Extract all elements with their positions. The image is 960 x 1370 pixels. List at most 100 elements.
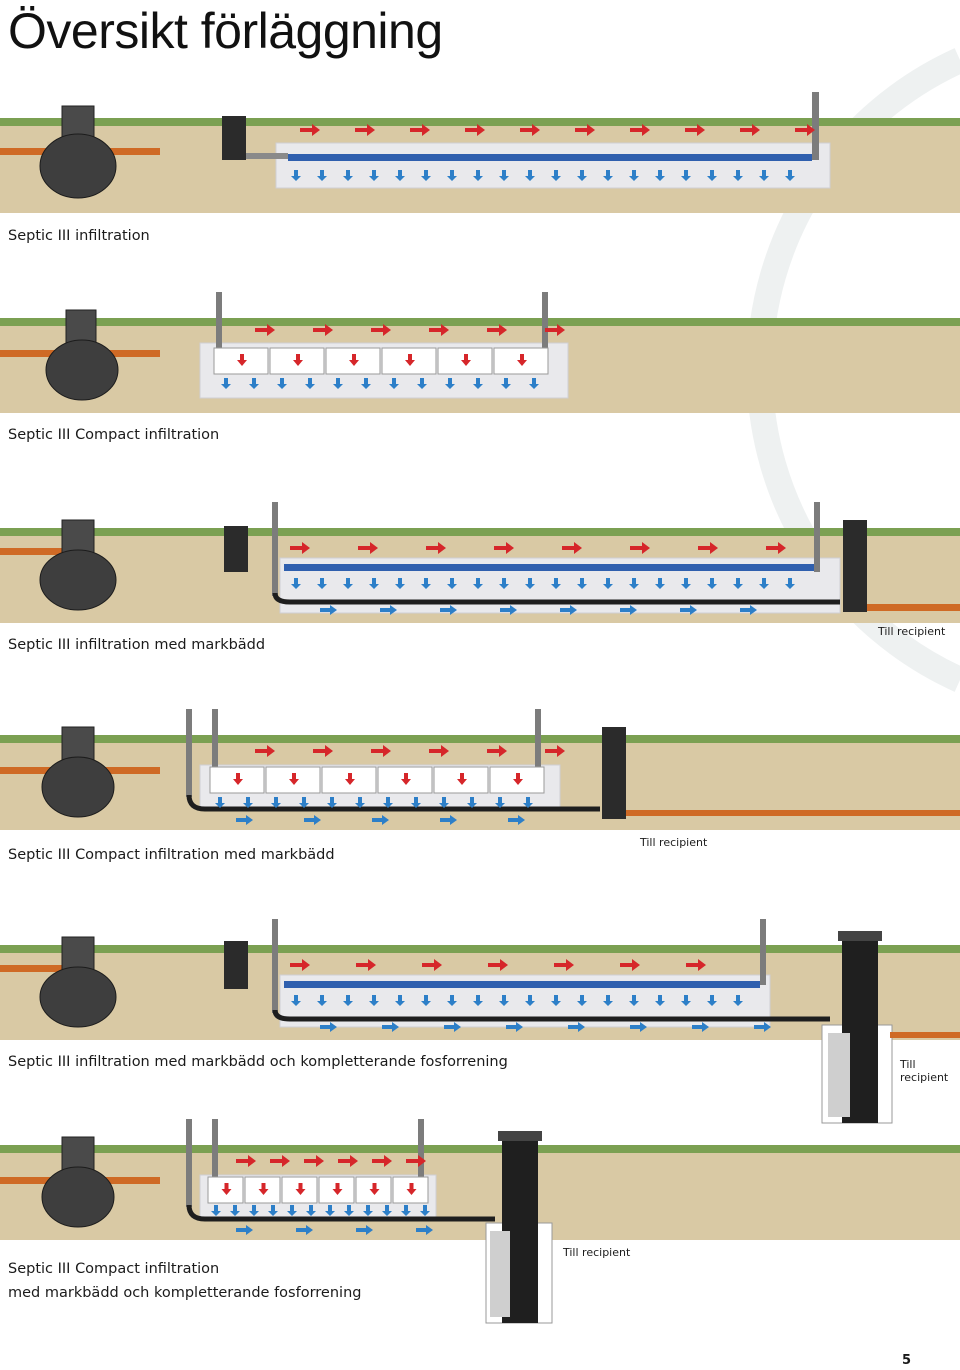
drain-arrow-icon (501, 378, 511, 389)
drain-arrow-icon (317, 170, 327, 181)
flow-arrow-icon (349, 354, 359, 366)
flow-arrow-icon (494, 542, 514, 554)
drain-arrow-icon (268, 1205, 278, 1216)
drain-arrow-icon (291, 578, 301, 589)
flow-arrow-icon (401, 773, 411, 785)
flow-arrow-icon (487, 324, 507, 336)
drain-arrow-icon (551, 995, 561, 1006)
flow-arrow-icon (405, 354, 415, 366)
drain-arrow-icon (395, 578, 405, 589)
drain-arrow-icon (759, 578, 769, 589)
outflow-arrow-icon (440, 815, 457, 825)
outflow-arrow-icon (236, 815, 253, 825)
outflow-arrow-icon (320, 605, 337, 615)
drain-arrow-icon (525, 170, 535, 181)
flow-arrow-icon (369, 1183, 380, 1195)
drain-arrow-icon (230, 1205, 240, 1216)
drain-arrow-icon (317, 995, 327, 1006)
septic-tank (39, 105, 117, 199)
flow-arrow-icon (406, 1155, 426, 1167)
flow-arrow-icon (461, 354, 471, 366)
drain-arrow-icon (681, 578, 691, 589)
outflow-arrow-icon (416, 1225, 433, 1235)
diagram-compact-markbadd (0, 709, 960, 830)
flow-arrow-icon (545, 745, 565, 757)
outflow-arrow-icon (356, 1225, 373, 1235)
flow-arrow-icon (520, 124, 540, 136)
flow-arrow-icon (290, 542, 310, 554)
drain-arrow-icon (291, 995, 301, 1006)
drain-arrow-icon (577, 578, 587, 589)
drain-arrow-icon (445, 378, 455, 389)
caption-5: Septic III infiltration med markbädd och… (8, 1054, 508, 1070)
septic-tank (39, 519, 117, 611)
drain-arrow-icon (382, 1205, 392, 1216)
drain-arrow-icon (447, 170, 457, 181)
drain-arrow-icon (421, 170, 431, 181)
outflow-arrow-icon (506, 1022, 523, 1032)
drain-arrow-icon (629, 578, 639, 589)
flow-arrow-icon (685, 124, 705, 136)
caption-2: Septic III Compact infiltration (8, 427, 220, 443)
outflow-arrow-icon (630, 1022, 647, 1032)
drain-arrow-icon (343, 170, 353, 181)
outlet-label-6: Till recipient (563, 1246, 631, 1259)
septic-tank (45, 309, 119, 401)
drain-arrow-icon (211, 1205, 221, 1216)
drain-arrow-icon (655, 995, 665, 1006)
outflow-arrow-icon (296, 1225, 313, 1235)
flow-arrow-icon (562, 542, 582, 554)
flow-arrow-icon (355, 124, 375, 136)
drain-arrow-icon (495, 797, 505, 808)
flow-arrow-icon (371, 745, 391, 757)
drain-arrow-icon (369, 995, 379, 1006)
flow-arrow-icon (289, 773, 299, 785)
outflow-arrow-icon (236, 1225, 253, 1235)
outflow-arrow-icon (508, 815, 525, 825)
flow-arrow-icon (371, 324, 391, 336)
flow-arrow-icon (410, 124, 430, 136)
drain-arrow-icon (343, 995, 353, 1006)
drain-arrow-icon (344, 1205, 354, 1216)
vent-pipe (812, 92, 819, 160)
flow-arrow-icon (575, 124, 595, 136)
drain-arrow-icon (243, 797, 253, 808)
flow-arrow-icon (236, 1155, 256, 1167)
distribution-well (222, 116, 246, 160)
outflow-arrow-icon (372, 815, 389, 825)
outflow-arrow-icon (380, 605, 397, 615)
drain-arrow-icon (369, 170, 379, 181)
drain-arrow-icon (421, 995, 431, 1006)
flow-arrow-icon (686, 959, 706, 971)
outflow-arrow-icon (440, 605, 457, 615)
flow-arrow-icon (429, 745, 449, 757)
drain-arrow-icon (473, 378, 483, 389)
drain-arrow-icon (417, 378, 427, 389)
page-number: 5 (902, 1353, 912, 1368)
flow-arrow-icon (426, 542, 446, 554)
outflow-arrow-icon (444, 1022, 461, 1032)
drain-arrow-icon (389, 378, 399, 389)
drain-arrow-icon (499, 170, 509, 181)
outflow-arrow-icon (740, 605, 757, 615)
drain-arrow-icon (363, 1205, 373, 1216)
drain-arrow-icon (317, 578, 327, 589)
drain-arrow-icon (343, 578, 353, 589)
caption-6-line-1: Septic III Compact infiltration (8, 1261, 220, 1277)
flow-arrow-icon (258, 1183, 269, 1195)
drain-arrow-icon (629, 170, 639, 181)
drain-arrow-icon (411, 797, 421, 808)
drain-arrow-icon (499, 578, 509, 589)
flow-arrow-icon (422, 959, 442, 971)
flow-arrow-icon (630, 124, 650, 136)
drain-arrow-icon (333, 378, 343, 389)
diagram-septic-infiltration (0, 92, 960, 213)
flow-arrow-icon (313, 745, 333, 757)
septic-tank (41, 726, 115, 818)
drain-arrow-icon (249, 1205, 259, 1216)
outflow-arrow-icon (500, 605, 517, 615)
flow-arrow-icon (313, 324, 333, 336)
flow-arrow-icon (429, 324, 449, 336)
flow-arrow-icon (488, 959, 508, 971)
flow-arrow-icon (487, 745, 507, 757)
